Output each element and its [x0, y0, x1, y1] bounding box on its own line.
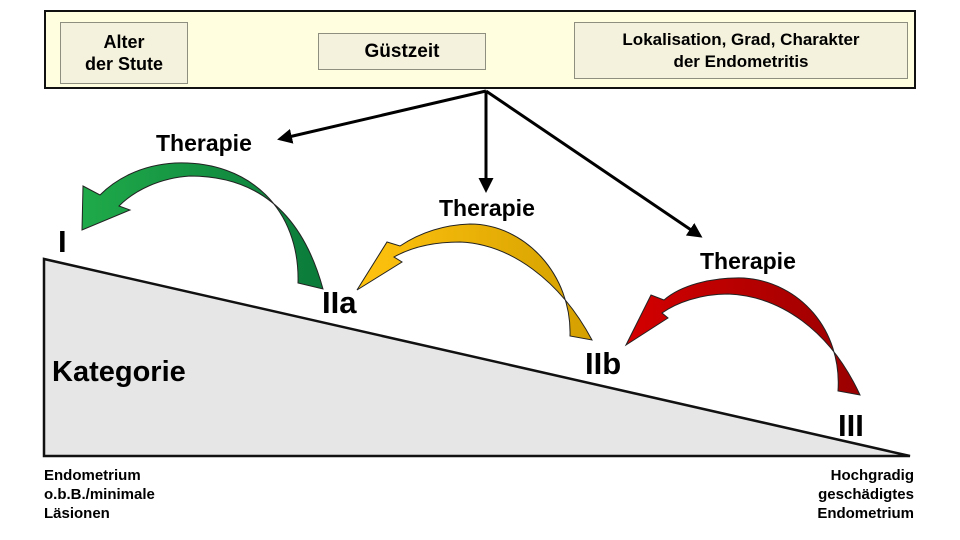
footer-left-mild: Endometrium o.b.B./minimale Läsionen [44, 467, 155, 522]
therapy-label-3: Therapie [700, 248, 796, 274]
therapy-arrow-iia-to-i [81, 162, 324, 290]
pointer-arrow-right [485, 89, 703, 238]
factor-barren-period-label: Güstzeit [364, 40, 440, 62]
therapy-label-1: Therapie [156, 130, 252, 156]
therapy-arrow-iii-to-iib [624, 277, 861, 396]
category-i: I [58, 224, 67, 259]
therapy-label-2: Therapie [439, 195, 535, 221]
category-iii: III [838, 408, 864, 443]
factor-age-of-mare: Alter der Stute [60, 22, 188, 84]
category-iib: IIb [585, 346, 622, 381]
severity-wedge [42, 257, 911, 458]
factor-barren-period: Güstzeit [318, 33, 486, 70]
influencing-factors-box: Alter der Stute Güstzeit Lokalisation, G… [44, 10, 916, 89]
category-axis-label: Kategorie [52, 356, 186, 388]
category-iia: IIa [322, 285, 357, 320]
factor-endometritis: Lokalisation, Grad, Charakter der Endome… [574, 22, 908, 79]
therapy-arrow-iib-to-iia [356, 223, 593, 341]
pointer-arrow-left [277, 89, 487, 144]
factor-endometritis-label: Lokalisation, Grad, Charakter der Endome… [622, 29, 860, 71]
footer-right-severe: Hochgradig geschädigtes Endometrium [817, 467, 914, 522]
factor-age-label: Alter der Stute [84, 32, 163, 74]
